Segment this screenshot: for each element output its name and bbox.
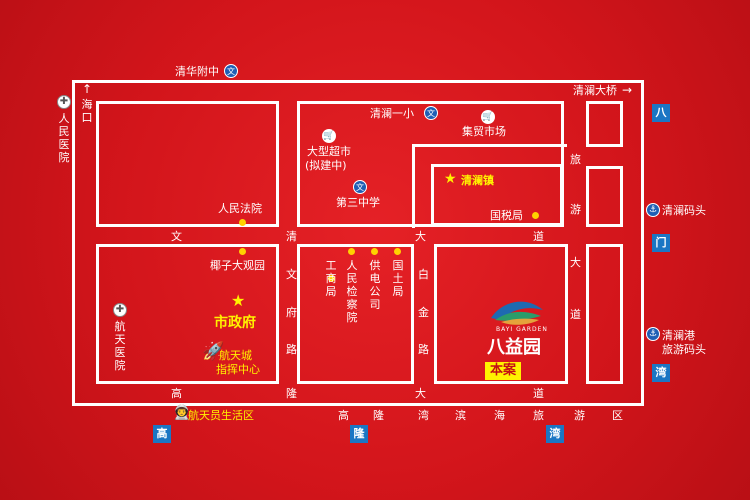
road-lu: 路 <box>286 343 297 356</box>
block-gov <box>96 244 279 384</box>
sign-gao: 高 <box>153 425 171 443</box>
label-qinghua-fuzhong: 清华附中 <box>175 65 219 78</box>
road-dao: 道 <box>533 230 544 243</box>
area-lv: 旅 <box>533 409 544 422</box>
outer-ring-road <box>72 80 644 406</box>
label-astronaut-area: 航天员生活区 <box>188 409 254 422</box>
sign-men: 门 <box>652 234 670 252</box>
area-gao: 高 <box>338 409 349 422</box>
anchor-icon: ⚓ <box>646 203 660 217</box>
road-da2: 大 <box>415 387 426 400</box>
label-people-hospital: 人民医院 <box>58 112 70 164</box>
arrow-right-icon: → <box>622 83 633 97</box>
road-jin: 金 <box>418 306 429 319</box>
school-icon: 文 <box>424 106 438 120</box>
label-aerospace-hospital: 航天医院 <box>114 320 126 372</box>
label-qinglan-wharf: 清澜码头 <box>662 204 706 217</box>
poi-dot-court <box>239 219 246 226</box>
label-project-name: 八益园 <box>487 337 541 358</box>
label-jimao-market: 集贸市场 <box>462 125 506 138</box>
hospital-icon: ✚ <box>113 303 127 317</box>
label-haikou: 海口 <box>81 98 93 124</box>
label-supermarket: 大型超市 <box>307 145 351 158</box>
label-supermarket-pending: (拟建中) <box>305 159 347 172</box>
road-lu2: 路 <box>418 343 429 356</box>
label-coconut-garden: 椰子大观园 <box>210 259 265 272</box>
area-hai: 海 <box>494 409 505 422</box>
poi-dot-land <box>394 248 401 255</box>
label-city-gov: 市政府 <box>214 315 256 331</box>
label-aerospace-city: 航天城 <box>219 349 252 362</box>
poi-dot-tax <box>532 212 539 219</box>
sign-wan: 湾 <box>652 364 670 382</box>
star-icon: ★ <box>231 291 246 310</box>
road-da: 大 <box>415 230 426 243</box>
market-icon: 🛒 <box>481 110 495 124</box>
block-agencies <box>297 244 414 384</box>
block-court <box>96 101 279 227</box>
label-tourism-wharf: 旅游码头 <box>662 343 706 356</box>
label-procuratorate: 人民检察院 <box>346 259 358 324</box>
area-qu: 区 <box>612 409 623 422</box>
label-people-court: 人民法院 <box>218 202 262 215</box>
road-qing: 清 <box>286 230 297 243</box>
road-dao2: 道 <box>533 387 544 400</box>
road-bai: 白 <box>418 268 429 281</box>
road-fu: 府 <box>286 306 297 319</box>
label-land-bureau: 国土局 <box>392 259 404 298</box>
sign-ba: 八 <box>652 104 670 122</box>
label-qinglan-port: 清澜港 <box>662 329 695 342</box>
block-right-top <box>586 101 623 147</box>
label-logo-en: BAYI GARDEN <box>496 326 548 333</box>
label-tax-bureau: 国税局 <box>490 209 523 222</box>
label-power-company: 供电公司 <box>369 259 381 311</box>
label-third-middle: 第三中学 <box>336 196 380 209</box>
road-right-dao: 道 <box>570 308 581 321</box>
star-icon: ★ <box>444 171 457 187</box>
road-gao: 高 <box>171 387 182 400</box>
road-long: 隆 <box>286 387 297 400</box>
block-qinglan-town <box>431 164 563 226</box>
poi-dot-procuratorate <box>348 248 355 255</box>
road-inner-edge <box>412 144 567 147</box>
poi-dot-power <box>371 248 378 255</box>
hospital-icon: ✚ <box>57 95 71 109</box>
road-right-da: 大 <box>570 256 581 269</box>
anchor-icon: ⚓ <box>646 327 660 341</box>
road-wen2: 文 <box>286 268 297 281</box>
road-lv: 旅 <box>570 153 581 166</box>
rocket-icon: 🚀 <box>202 341 225 362</box>
block-project <box>434 244 568 384</box>
label-icb: 工商局 <box>325 259 337 298</box>
block-right-low <box>586 244 623 384</box>
arrow-up-icon: ↑ <box>82 82 93 96</box>
label-qinglan-bridge: 清澜大桥 <box>573 84 617 97</box>
school-icon: 文 <box>224 64 238 78</box>
sign-wan2: 湾 <box>546 425 564 443</box>
road-wen: 文 <box>171 230 182 243</box>
supermarket-icon: 🛒 <box>322 129 336 143</box>
area-wan: 湾 <box>418 409 429 422</box>
bayi-garden-logo-icon <box>491 301 543 325</box>
label-qinglan-yixiao: 清澜一小 <box>370 107 414 120</box>
area-you: 游 <box>574 409 585 422</box>
road-inner-edge-v <box>412 144 415 228</box>
school-icon: 文 <box>353 180 367 194</box>
road-you: 游 <box>570 203 581 216</box>
sign-long: 隆 <box>350 425 368 443</box>
poi-dot-coconut <box>239 248 246 255</box>
label-project-tag: 本案 <box>485 362 521 380</box>
poi-dot-icb <box>328 275 335 282</box>
label-command-center: 指挥中心 <box>216 363 260 376</box>
block-right-mid <box>586 166 623 227</box>
area-bin: 滨 <box>455 409 466 422</box>
label-qinglan-town: 清澜镇 <box>461 174 494 187</box>
area-long: 隆 <box>373 409 384 422</box>
astronaut-icon: 👨‍🚀 <box>173 405 191 421</box>
